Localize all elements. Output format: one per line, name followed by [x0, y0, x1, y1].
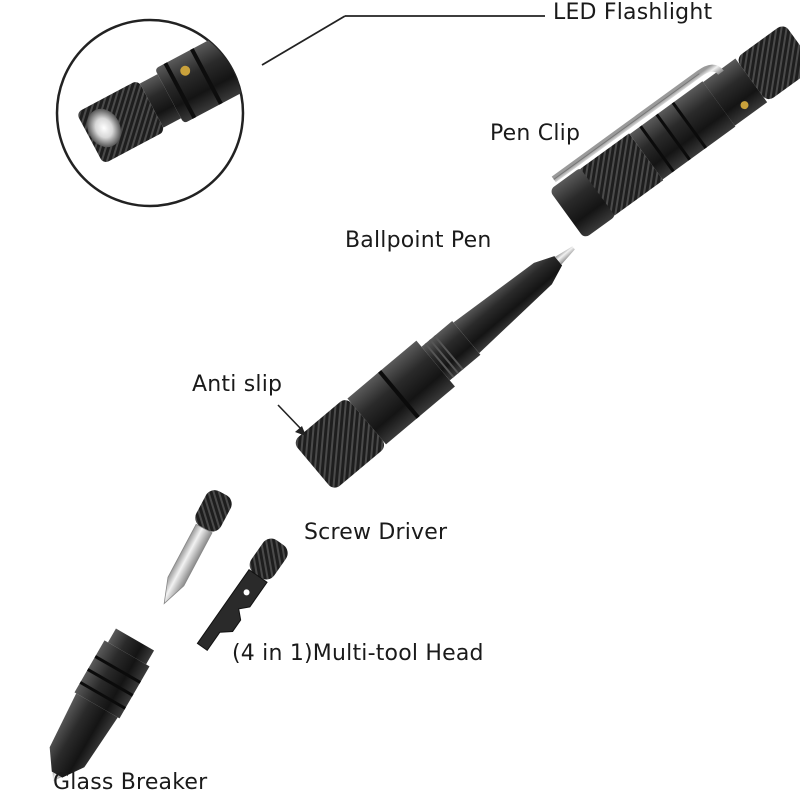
label-screw-driver: Screw Driver: [304, 520, 448, 545]
label-led-flashlight: LED Flashlight: [553, 0, 713, 25]
multi-tool-head: [196, 538, 288, 651]
ballpoint-body: [295, 246, 575, 488]
flashlight-body: [551, 26, 800, 237]
anti-slip-arrow: [277, 404, 303, 431]
glass-breaker: [49, 628, 155, 782]
label-pen-clip: Pen Clip: [490, 121, 581, 146]
label-glass-breaker: Glass Breaker: [53, 770, 208, 795]
label-anti-slip: Anti slip: [192, 372, 283, 397]
screwdriver-bit: [163, 490, 232, 605]
label-ballpoint-pen: Ballpoint Pen: [345, 228, 492, 253]
led-closeup-inset: [55, 18, 245, 208]
label-multi-tool-head: (4 in 1)Multi-tool Head: [232, 641, 484, 666]
led-leader-line: [261, 15, 346, 66]
